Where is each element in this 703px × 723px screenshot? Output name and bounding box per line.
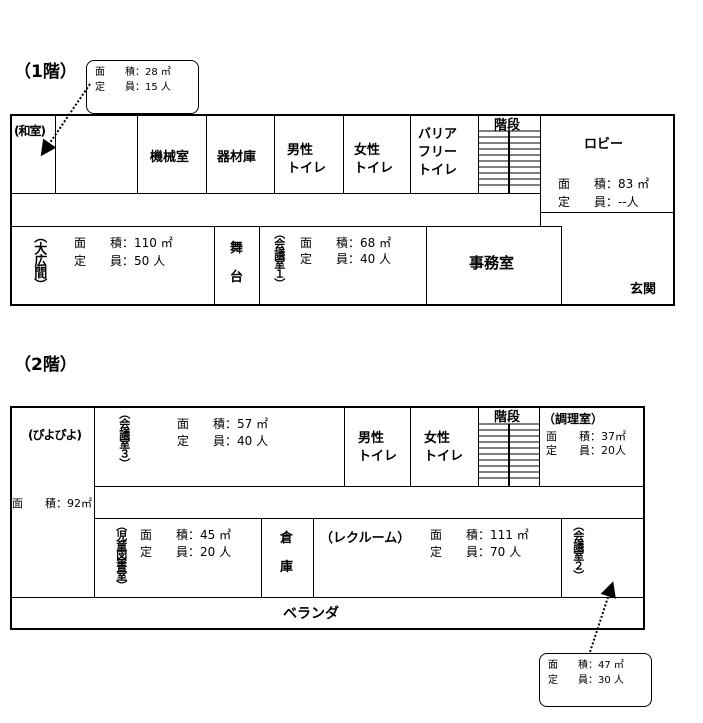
- label-washitsu: (和室): [14, 124, 46, 138]
- kaigi3-capacity: 定 員：40 人: [177, 434, 269, 448]
- label-lobby: ロビー: [584, 137, 624, 152]
- floor2-kaigi2-callout: 面 積：47 ㎡ 定 員：30 人: [539, 653, 652, 707]
- label-kizai: 器材庫: [217, 150, 257, 165]
- label-kaigi2: （会議室２）: [571, 520, 585, 580]
- callout-area: 面 積：47 ㎡: [548, 660, 624, 671]
- leader-arrow-2f: [589, 581, 616, 653]
- label-piyo: (ぴよぴよ): [28, 428, 82, 442]
- piyo-area: 面 積：92㎡: [12, 497, 92, 510]
- label-bf-toilet: バリア フリー トイレ: [418, 127, 458, 179]
- label-kaigi3: （会議室３）: [117, 408, 131, 468]
- label-stairs-1f: 階段: [493, 118, 522, 135]
- callout-area: 面 積：28 ㎡: [95, 67, 171, 78]
- leader-arrow-1f: [40, 83, 91, 157]
- label-women-toilet-1f: 女性 トイレ: [354, 143, 394, 177]
- stairs-hatch-2f: [479, 423, 539, 486]
- label-genkan: 玄関: [630, 282, 657, 297]
- label-chouri: （調理室）: [543, 412, 604, 426]
- label-jidou: （児童図書室）: [114, 520, 128, 590]
- kaigi1-capacity: 定 員：40 人: [300, 252, 392, 266]
- stairs-hatch-1f: [479, 130, 540, 193]
- label-stairs-2f: 階段: [493, 410, 522, 427]
- room-genkan: [561, 226, 675, 306]
- label-kikai: 機械室: [150, 150, 190, 165]
- ohiroma-area: 面 積：110 ㎡: [74, 236, 173, 250]
- kaigi1-area: 面 積：68 ㎡: [300, 236, 392, 250]
- label-veranda: ベランダ: [283, 606, 339, 622]
- room-lobby: [540, 114, 675, 213]
- label-recroom: （レクルーム）: [320, 531, 411, 546]
- veranda: [10, 597, 645, 630]
- recroom-capacity: 定 員：70 人: [430, 545, 522, 559]
- label-souko: 倉 庫: [280, 531, 294, 575]
- label-ohiroma: （大広間）: [31, 230, 47, 290]
- label-women-toilet-2f: 女性 トイレ: [424, 431, 464, 465]
- label-men-toilet-1f: 男性 トイレ: [287, 143, 327, 177]
- jidou-area: 面 積：45 ㎡: [140, 528, 232, 542]
- callout-capacity: 定 員：30 人: [548, 675, 624, 686]
- ohiroma-capacity: 定 員：50 人: [74, 254, 166, 268]
- label-men-toilet-2f: 男性 トイレ: [358, 431, 398, 465]
- lobby-capacity: 定 員：--人: [558, 195, 639, 209]
- kaigi3-area: 面 積：57 ㎡: [177, 417, 269, 431]
- jidou-capacity: 定 員：20 人: [140, 545, 232, 559]
- label-jimu: 事務室: [469, 254, 515, 272]
- lobby-area: 面 積：83 ㎡: [558, 177, 650, 191]
- chouri-area: 面 積：37㎡: [546, 430, 626, 443]
- label-butai: 舞 台: [230, 241, 244, 285]
- floor2-title: （2階）: [14, 355, 77, 375]
- label-kaigi1: （会議室１）: [272, 228, 286, 288]
- recroom-area: 面 積：111 ㎡: [430, 528, 529, 542]
- chouri-capacity: 定 員：20人: [546, 444, 626, 457]
- callout-capacity: 定 員：15 人: [95, 82, 171, 93]
- floor1-title: （1階）: [14, 62, 77, 82]
- floor1-washitsu-callout: 面 積：28 ㎡ 定 員：15 人: [86, 60, 199, 114]
